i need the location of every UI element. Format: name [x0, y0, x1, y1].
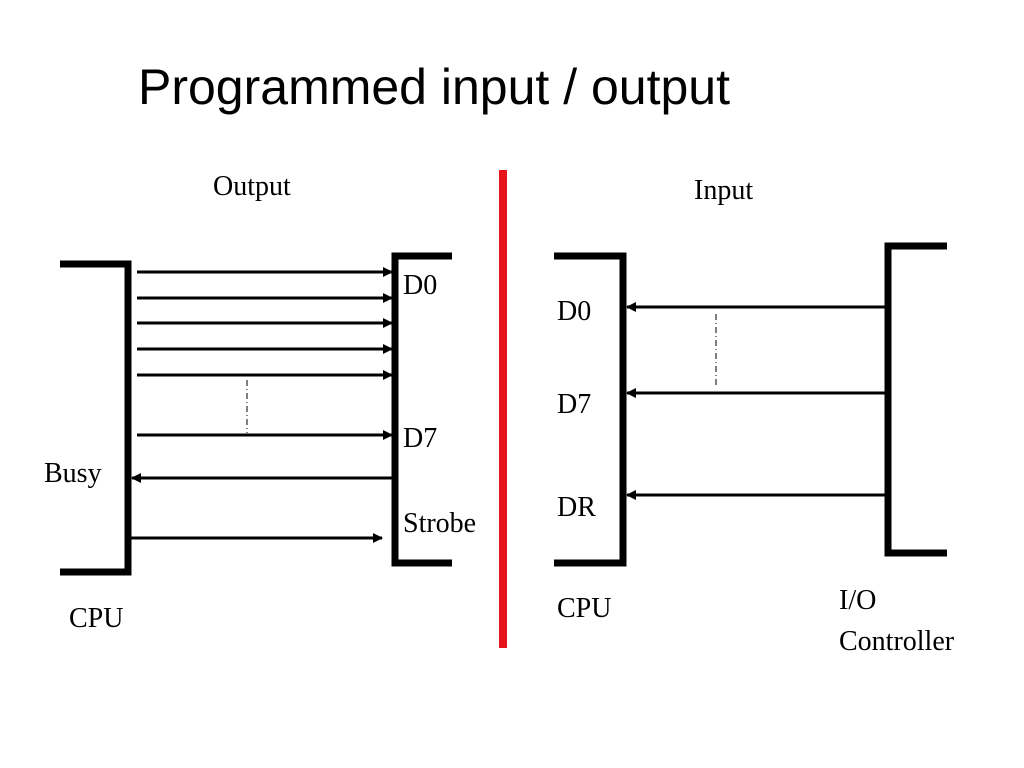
page-title: Programmed input / output	[138, 59, 730, 115]
input-io-label-line1: I/O	[839, 585, 876, 616]
input-dr-label: DR	[557, 492, 596, 523]
input-io-label-line2: Controller	[839, 626, 955, 657]
output-device-bracket	[391, 252, 452, 567]
output-d0-label: D0	[403, 270, 437, 301]
output-d7-label: D7	[403, 423, 437, 454]
input-cpu-label: CPU	[557, 593, 611, 624]
input-heading: Input	[694, 175, 753, 206]
input-cpu-bracket	[554, 252, 627, 567]
input-d0-label: D0	[557, 296, 591, 327]
output-busy-label: Busy	[44, 458, 102, 489]
output-heading: Output	[213, 171, 291, 202]
output-cpu-bracket	[60, 260, 132, 576]
output-strobe-label: Strobe	[403, 508, 476, 539]
input-d7-label: D7	[557, 389, 591, 420]
input-io-bracket	[884, 242, 947, 557]
output-cpu-label: CPU	[69, 603, 123, 634]
